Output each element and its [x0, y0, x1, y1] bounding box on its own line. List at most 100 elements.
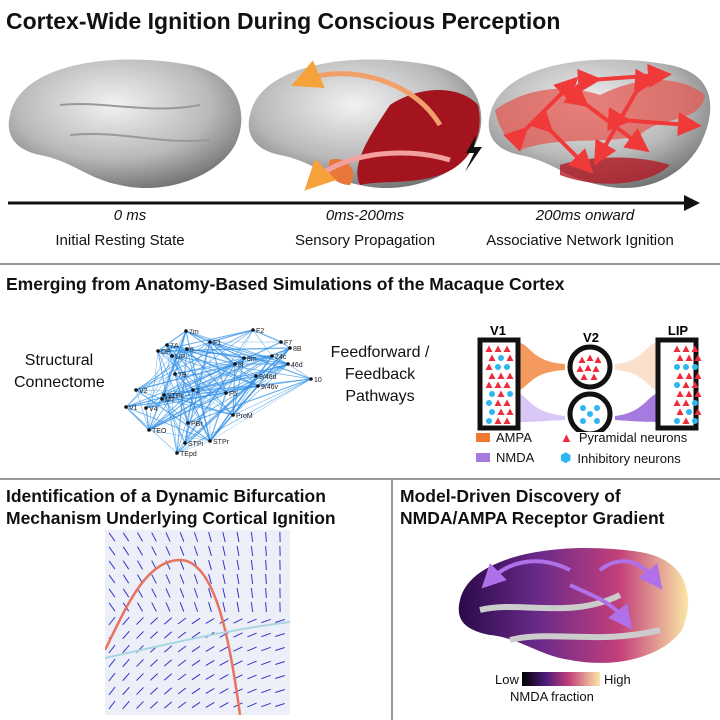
area-label: 8m — [247, 356, 257, 363]
vector-arrow — [205, 673, 215, 681]
vector-arrow — [177, 645, 187, 653]
inhibitory-neuron — [686, 409, 692, 415]
pyramidal-neuron — [494, 417, 502, 424]
area-label: F7 — [284, 340, 292, 347]
connection-edge — [148, 429, 211, 442]
vector-arrow — [208, 560, 212, 570]
vector-arrow — [193, 602, 199, 612]
vector-arrow — [265, 531, 267, 543]
connection-edge — [161, 398, 189, 424]
area-label: TEO — [152, 428, 167, 435]
connection-edge — [157, 350, 189, 424]
vector-arrow — [219, 688, 229, 694]
legend-text: NMDA — [496, 450, 535, 465]
inhibitory-neuron — [489, 409, 495, 415]
colorbar-high: High — [604, 672, 631, 687]
connection-edge — [163, 394, 186, 444]
colorbar-label: NMDA fraction — [510, 689, 594, 704]
area-node — [175, 451, 179, 455]
vector-arrow — [151, 574, 157, 584]
vector-arrow — [250, 531, 254, 543]
vector-arrow — [108, 658, 116, 668]
vector-arrow — [163, 659, 173, 667]
connection-edge — [209, 385, 259, 442]
vector-arrow — [179, 532, 185, 542]
vector-arrow — [165, 546, 171, 556]
pathway-diagram: V1 V2 LIP — [477, 323, 702, 432]
connection-edge — [234, 329, 254, 365]
vector-arrow — [208, 574, 212, 584]
section-title: Model-Driven Discovery of NMDA/AMPA Rece… — [400, 485, 664, 529]
pyramidal-neuron — [682, 381, 690, 388]
inhibitory-neuron — [674, 364, 680, 370]
area-label: 5 — [190, 347, 194, 354]
area-label: 7m — [189, 329, 199, 336]
vector-arrow — [261, 618, 271, 624]
vector-arrow — [108, 644, 116, 654]
area-node — [170, 354, 174, 358]
pyramidal-neuron — [673, 345, 681, 352]
vector-arrow — [233, 632, 243, 638]
legend-inhibitory: ⬢Inhibitory neurons — [560, 450, 681, 466]
area-label: STPi — [188, 441, 204, 448]
pyramidal-neuron — [506, 408, 514, 415]
pyramidal-neuron — [494, 345, 502, 352]
label-line: Feedback — [344, 366, 416, 383]
connection-edge — [174, 373, 189, 424]
area-label: V2 — [139, 388, 148, 395]
vector-arrow — [222, 532, 226, 542]
inhibitory-neuron — [674, 418, 680, 424]
pyramidal-neuron — [676, 354, 684, 361]
pyramidal-neuron — [685, 372, 693, 379]
label-line: Pathways — [345, 388, 415, 405]
vector-arrow — [265, 559, 267, 571]
title-line: NMDA/AMPA Receptor Gradient — [400, 508, 665, 528]
vector-arrow — [205, 645, 215, 653]
ampa-swatch — [476, 433, 490, 442]
colorbar — [522, 672, 600, 686]
lip-label: LIP — [668, 323, 689, 338]
nullcline-line — [105, 621, 290, 659]
vector-arrow — [122, 546, 130, 556]
vector-arrow — [261, 632, 271, 638]
vector-arrow — [261, 688, 271, 694]
vector-arrow — [108, 616, 116, 626]
legend-text: Pyramidal neurons — [578, 430, 688, 445]
legend-nmda: NMDA — [476, 450, 534, 465]
area-node — [270, 354, 274, 358]
legend-text: AMPA — [496, 430, 532, 445]
area-node — [156, 349, 160, 353]
vector-arrow — [163, 631, 173, 639]
connection-edge — [184, 389, 194, 444]
inhibitory-neuron — [674, 382, 680, 388]
vector-arrow — [150, 701, 158, 709]
connection-edge — [176, 440, 211, 454]
vector-arrow — [250, 545, 254, 557]
vector-arrow — [122, 560, 130, 570]
connection-edge — [148, 389, 194, 431]
connection-edge — [125, 355, 173, 408]
vector-arrow — [122, 658, 130, 668]
connection-edge — [148, 375, 257, 431]
inhibitory-neuron — [692, 400, 698, 406]
connection-edge — [243, 355, 273, 359]
area-label: 9/46v — [261, 384, 279, 391]
vector-arrow — [275, 619, 285, 623]
inhibitory-neuron — [507, 391, 513, 397]
connection-edge — [135, 389, 150, 431]
stage-label: Initial Resting State — [55, 232, 185, 249]
vector-arrow — [236, 545, 240, 557]
pyramidal-neuron — [694, 372, 702, 379]
area-node — [256, 384, 260, 388]
title-line: Mechanism Underlying Cortical Ignition — [6, 508, 336, 528]
pyramidal-neuron — [503, 381, 511, 388]
connection-edge — [171, 355, 312, 380]
label-line: Feedforward / — [330, 344, 430, 361]
connection-edge — [186, 348, 211, 442]
label-line: Structural — [24, 352, 94, 369]
connection-edge — [125, 406, 150, 431]
connection-edge — [174, 355, 273, 375]
area-node — [224, 391, 228, 395]
vector-arrow — [247, 674, 257, 680]
vector-arrow — [122, 574, 130, 584]
